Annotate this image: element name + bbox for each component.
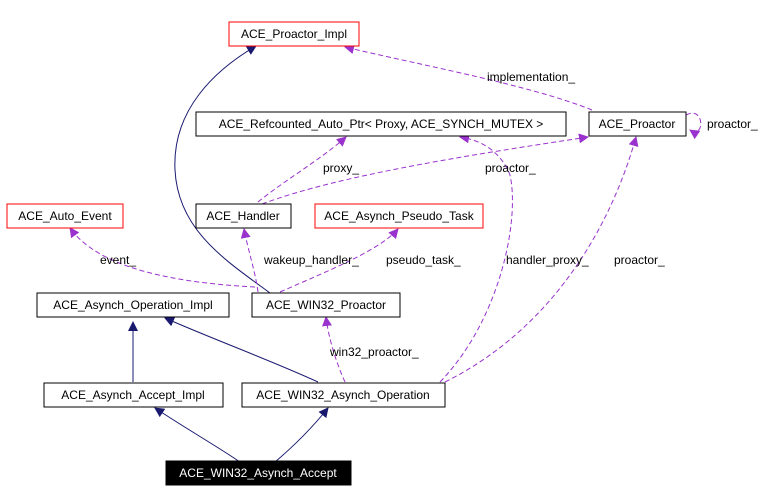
edge-pseudo-task <box>279 228 399 293</box>
label-proactor-op: proactor_ <box>614 253 665 267</box>
node-auto-event[interactable]: ACE_Auto_Event <box>6 203 124 229</box>
edge-win32-proactor-usage <box>322 316 346 383</box>
node-refcounted-auto-ptr[interactable]: ACE_Refcounted_Auto_Ptr< Proxy, ACE_SYNC… <box>195 111 567 137</box>
edge-win32-accept-to-win32-operation <box>274 407 329 463</box>
edge-proxy <box>257 136 347 203</box>
node-asynch-operation-impl-label: ACE_Asynch_Operation_Impl <box>53 298 212 312</box>
edge-win32-accept-to-accept-impl <box>154 407 241 463</box>
node-win32-asynch-operation-label: ACE_WIN32_Asynch_Operation <box>256 388 429 402</box>
node-asynch-operation-impl[interactable]: ACE_Asynch_Operation_Impl <box>36 292 230 318</box>
node-proactor[interactable]: ACE_Proactor <box>588 111 687 137</box>
node-win32-asynch-operation[interactable]: ACE_WIN32_Asynch_Operation <box>241 382 446 408</box>
node-handler-label: ACE_Handler <box>206 209 279 223</box>
edge-operation-proactor <box>444 136 639 383</box>
edge-handler-proactor <box>261 133 589 205</box>
node-asynch-pseudo-task-label: ACE_Asynch_Pseudo_Task <box>324 209 474 223</box>
node-proactor-impl-label: ACE_Proactor_Impl <box>241 27 347 41</box>
node-win32-asynch-accept-label: ACE_WIN32_Asynch_Accept <box>179 466 337 480</box>
label-proactor-self: proactor_ <box>707 117 758 131</box>
node-handler[interactable]: ACE_Handler <box>195 203 292 229</box>
node-win32-proactor-label: ACE_WIN32_Proactor <box>266 298 386 312</box>
label-pseudo-task: pseudo_task_ <box>386 253 461 267</box>
label-event: event_ <box>100 253 136 267</box>
edge-event <box>69 227 256 288</box>
node-auto-event-label: ACE_Auto_Event <box>18 209 112 223</box>
usage-edges <box>69 44 702 383</box>
edge-proactor-self <box>685 112 702 140</box>
label-implementation: implementation_ <box>487 70 575 84</box>
label-win32-proactor: win32_proactor_ <box>329 345 419 359</box>
node-proactor-impl[interactable]: ACE_Proactor_Impl <box>228 21 360 47</box>
node-refcounted-auto-ptr-label: ACE_Refcounted_Auto_Ptr< Proxy, ACE_SYNC… <box>219 117 544 131</box>
node-asynch-accept-impl[interactable]: ACE_Asynch_Accept_Impl <box>43 382 224 408</box>
label-proxy: proxy_ <box>323 161 359 175</box>
edge-win32-proactor-to-proactor-impl <box>174 45 271 294</box>
edge-implementation <box>344 44 593 111</box>
node-asynch-accept-impl-label: ACE_Asynch_Accept_Impl <box>61 388 204 402</box>
node-win32-proactor[interactable]: ACE_WIN32_Proactor <box>251 292 401 318</box>
edge-win32-operation-to-operation-impl <box>164 317 319 383</box>
edge-wakeup-handler <box>240 228 259 293</box>
node-proactor-label: ACE_Proactor <box>599 117 676 131</box>
label-handler-proxy: handler_proxy_ <box>506 253 589 267</box>
inheritance-edges <box>128 45 329 463</box>
node-asynch-pseudo-task[interactable]: ACE_Asynch_Pseudo_Task <box>314 203 484 229</box>
edge-handler-proxy <box>439 133 513 383</box>
node-win32-asynch-accept[interactable]: ACE_WIN32_Asynch_Accept <box>165 460 352 486</box>
edge-labels: implementation_ proactor_ proxy_ proacto… <box>100 70 758 359</box>
label-proactor-handler: proactor_ <box>485 161 536 175</box>
label-wakeup-handler: wakeup_handler_ <box>263 253 359 267</box>
